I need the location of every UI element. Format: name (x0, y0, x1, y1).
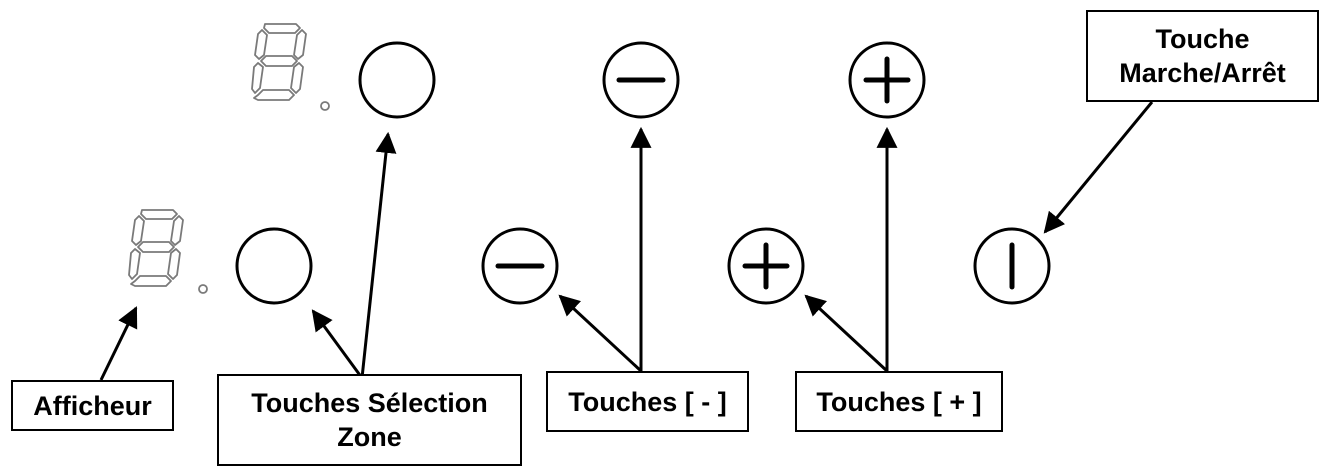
empty-circle-button-icon[interactable] (235, 227, 313, 305)
label-touches-plus: Touches [ + ] (795, 371, 1003, 432)
label-selection-zone: Touches Sélection Zone (217, 374, 522, 466)
arrow-marche-arret (1043, 101, 1154, 234)
decimal-point-icon (320, 101, 330, 111)
select-zone-button-lower[interactable] (235, 227, 313, 305)
seven-segment-digit-icon (128, 209, 184, 287)
display-lower (128, 209, 208, 294)
label-touches-plus-text: Touches [ + ] (816, 386, 982, 417)
decimal-point-icon (198, 284, 208, 294)
seven-segment-digit-icon (251, 23, 307, 101)
plus-button-upper[interactable] (848, 41, 926, 119)
label-touches-moins-text: Touches [ - ] (568, 386, 727, 417)
arrow-plus-lower (804, 294, 889, 373)
arrow-selection-upper (360, 131, 397, 379)
plus-button-lower[interactable] (727, 227, 805, 305)
arrow-afficheur (99, 306, 138, 381)
label-afficheur-text: Afficheur (33, 390, 152, 421)
label-touches-moins: Touches [ - ] (546, 371, 749, 432)
arrow-minus-lower (558, 294, 643, 373)
power-button[interactable] (973, 227, 1051, 305)
label-selection-zone-line2: Zone (337, 422, 402, 452)
arrow-selection-lower (311, 309, 364, 379)
label-marche-arret-line2: Marche/Arrêt (1119, 58, 1286, 88)
label-marche-arret-line1: Touche (1155, 24, 1250, 54)
label-marche-arret: Touche Marche/Arrêt (1086, 10, 1319, 102)
select-zone-button-upper[interactable] (358, 41, 436, 119)
empty-circle-button-icon[interactable] (358, 41, 436, 119)
display-upper (251, 23, 330, 111)
minus-button-upper[interactable] (602, 41, 680, 119)
minus-button-lower[interactable] (481, 227, 559, 305)
label-selection-zone-line1: Touches Sélection (251, 388, 488, 418)
label-afficheur: Afficheur (11, 380, 174, 431)
